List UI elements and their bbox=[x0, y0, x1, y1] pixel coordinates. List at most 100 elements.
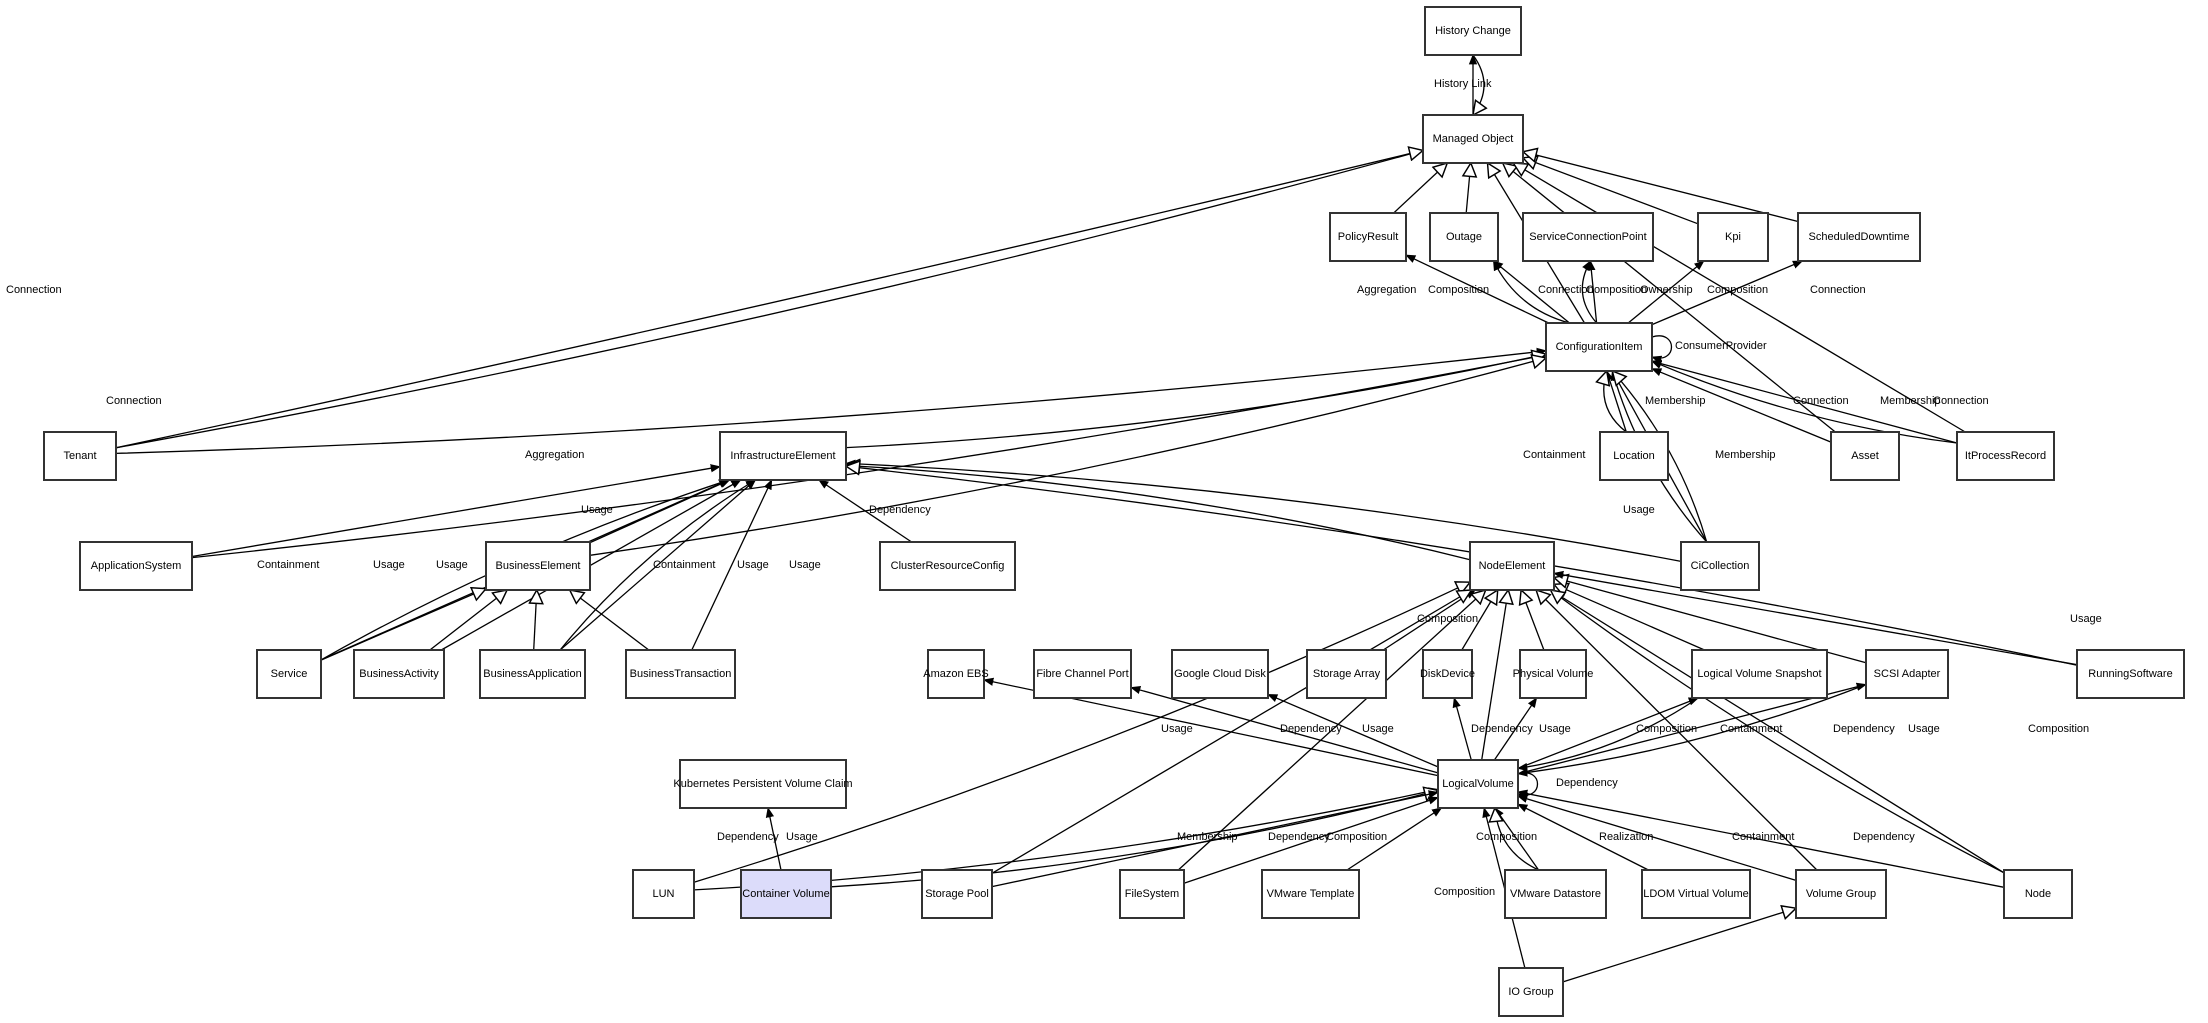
node-physical-volume[interactable]: Physical Volume bbox=[1513, 649, 1594, 699]
node-box[interactable] bbox=[1545, 322, 1653, 372]
node-storage-pool[interactable]: Storage Pool bbox=[921, 869, 993, 919]
inheritance-line bbox=[429, 590, 507, 651]
node-label: BusinessApplication bbox=[483, 668, 581, 680]
node-box[interactable] bbox=[1865, 649, 1949, 699]
node-lun[interactable]: LUN bbox=[632, 869, 695, 919]
edge-service-to-business_element bbox=[320, 589, 486, 661]
node-box[interactable] bbox=[1261, 869, 1360, 919]
node-box[interactable] bbox=[2076, 649, 2185, 699]
node-box[interactable] bbox=[679, 759, 847, 809]
edge-lv_snapshot-to-node_element bbox=[1554, 584, 1705, 651]
node-box[interactable] bbox=[1795, 869, 1887, 919]
node-itprocess[interactable]: ItProcessRecord bbox=[1956, 431, 2055, 481]
node-ldom[interactable]: LDOM Virtual Volume bbox=[1641, 869, 1751, 919]
node-box[interactable] bbox=[719, 431, 847, 481]
edge-logical_volume-to-lv_snapshot bbox=[1517, 697, 1700, 770]
node-scheduled-downtime[interactable]: ScheduledDowntime bbox=[1797, 212, 1921, 262]
node-box[interactable] bbox=[1498, 967, 1564, 1017]
node-box[interactable] bbox=[1504, 869, 1607, 919]
node-fibre-channel[interactable]: Fibre Channel Port bbox=[1033, 649, 1132, 699]
node-scsi[interactable]: SCSI Adapter bbox=[1865, 649, 1949, 699]
node-box[interactable] bbox=[1797, 212, 1921, 262]
node-box[interactable] bbox=[2003, 869, 2073, 919]
node-gcd[interactable]: Google Cloud Disk bbox=[1171, 649, 1269, 699]
node-box[interactable] bbox=[1422, 649, 1473, 699]
association-line bbox=[1516, 697, 1699, 772]
node-box[interactable] bbox=[485, 541, 591, 591]
node-appsystem[interactable]: ApplicationSystem bbox=[79, 541, 193, 591]
node-box[interactable] bbox=[1469, 541, 1555, 591]
node-box[interactable] bbox=[1522, 212, 1654, 262]
node-box[interactable] bbox=[1424, 6, 1522, 56]
node-amazon-ebs[interactable]: Amazon EBS bbox=[923, 649, 989, 699]
node-box[interactable] bbox=[1437, 759, 1519, 809]
node-box[interactable] bbox=[479, 649, 586, 699]
node-k8s-pvc[interactable]: Kubernetes Persistent Volume Claim bbox=[673, 759, 853, 809]
node-ci-collection[interactable]: CiCollection bbox=[1680, 541, 1760, 591]
node-io-group[interactable]: IO Group bbox=[1498, 967, 1564, 1017]
node-box[interactable] bbox=[79, 541, 193, 591]
node-box[interactable] bbox=[1691, 649, 1828, 699]
node-box[interactable] bbox=[879, 541, 1016, 591]
node-history-change[interactable]: History Change bbox=[1424, 6, 1522, 56]
node-kpi[interactable]: Kpi bbox=[1697, 212, 1769, 262]
node-box[interactable] bbox=[625, 649, 736, 699]
node-box[interactable] bbox=[1697, 212, 1769, 262]
node-box[interactable] bbox=[256, 649, 322, 699]
node-logical-volume[interactable]: LogicalVolume bbox=[1437, 759, 1519, 809]
inheritance-line bbox=[693, 582, 1470, 883]
inheritance-line bbox=[1523, 158, 1699, 225]
node-asset[interactable]: Asset bbox=[1830, 431, 1900, 481]
node-label: Amazon EBS bbox=[923, 668, 988, 680]
node-location[interactable]: Location bbox=[1599, 431, 1669, 481]
node-box[interactable] bbox=[1171, 649, 1269, 699]
node-service[interactable]: Service bbox=[256, 649, 322, 699]
node-label: SCSI Adapter bbox=[1874, 668, 1941, 680]
node-filesystem[interactable]: FileSystem bbox=[1119, 869, 1185, 919]
node-box[interactable] bbox=[1641, 869, 1751, 919]
node-business-transaction[interactable]: BusinessTransaction bbox=[625, 649, 736, 699]
node-disk-device[interactable]: DiskDevice bbox=[1420, 649, 1475, 699]
node-infra[interactable]: InfrastructureElement bbox=[719, 431, 847, 481]
node-box[interactable] bbox=[1519, 649, 1587, 699]
node-box[interactable] bbox=[43, 431, 117, 481]
node-box[interactable] bbox=[1306, 649, 1387, 699]
node-box[interactable] bbox=[1119, 869, 1185, 919]
node-running-software[interactable]: RunningSoftware bbox=[2076, 649, 2185, 699]
node-node[interactable]: Node bbox=[2003, 869, 2073, 919]
node-vmware-datastore[interactable]: VMware Datastore bbox=[1504, 869, 1607, 919]
node-box[interactable] bbox=[1830, 431, 1900, 481]
edge-node-to-node_element bbox=[1549, 589, 2005, 874]
node-outage[interactable]: Outage bbox=[1429, 212, 1499, 262]
node-box[interactable] bbox=[1422, 114, 1524, 164]
node-scp[interactable]: ServiceConnectionPoint bbox=[1522, 212, 1654, 262]
node-container-volume[interactable]: Container Volume bbox=[740, 869, 832, 919]
node-label: Google Cloud Disk bbox=[1174, 668, 1266, 680]
node-box[interactable] bbox=[1429, 212, 1499, 262]
node-volume-group[interactable]: Volume Group bbox=[1795, 869, 1887, 919]
node-box[interactable] bbox=[1329, 212, 1407, 262]
node-box[interactable] bbox=[632, 869, 695, 919]
node-box[interactable] bbox=[740, 869, 832, 919]
node-box[interactable] bbox=[1033, 649, 1132, 699]
node-business-element[interactable]: BusinessElement bbox=[485, 541, 591, 591]
node-tenant[interactable]: Tenant bbox=[43, 431, 117, 481]
node-node-element[interactable]: NodeElement bbox=[1469, 541, 1555, 591]
node-policy-result[interactable]: PolicyResult bbox=[1329, 212, 1407, 262]
node-business-application[interactable]: BusinessApplication bbox=[479, 649, 586, 699]
node-box[interactable] bbox=[927, 649, 985, 699]
node-storage-array[interactable]: Storage Array bbox=[1306, 649, 1387, 699]
node-vmware-template[interactable]: VMware Template bbox=[1261, 869, 1360, 919]
node-box[interactable] bbox=[1956, 431, 2055, 481]
node-business-activity[interactable]: BusinessActivity bbox=[353, 649, 445, 699]
node-lv-snapshot[interactable]: Logical Volume Snapshot bbox=[1691, 649, 1828, 699]
edge-logical_volume-to-node_element bbox=[1481, 590, 1509, 761]
node-box[interactable] bbox=[1599, 431, 1669, 481]
node-managed-object[interactable]: Managed Object bbox=[1422, 114, 1524, 164]
node-box[interactable] bbox=[353, 649, 445, 699]
node-box[interactable] bbox=[921, 869, 993, 919]
node-ci[interactable]: ConfigurationItem bbox=[1545, 322, 1653, 372]
node-cluster-rc[interactable]: ClusterResourceConfig bbox=[879, 541, 1016, 591]
node-box[interactable] bbox=[1680, 541, 1760, 591]
association-line bbox=[1552, 570, 2078, 666]
